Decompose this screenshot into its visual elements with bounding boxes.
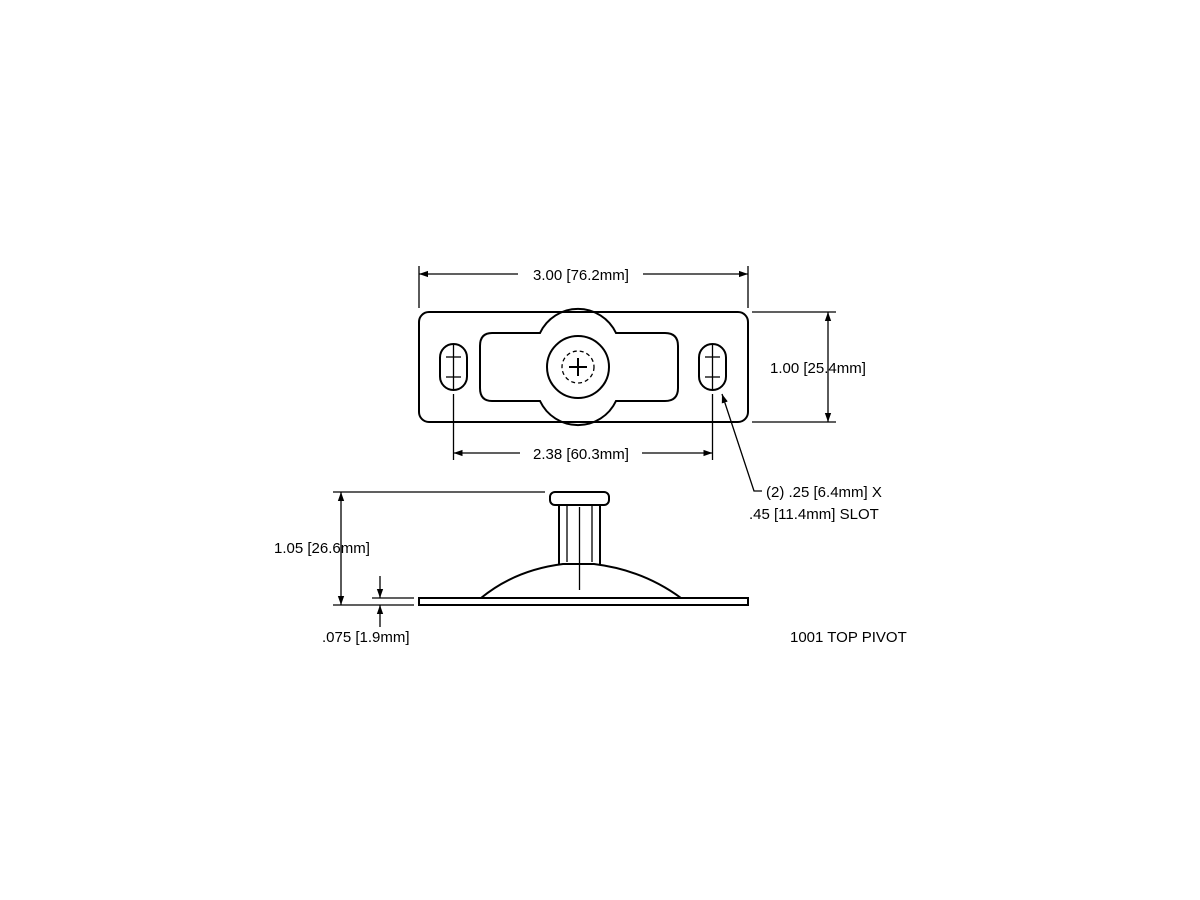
- inner-recess-outline: [479, 307, 679, 427]
- plate-thickness-dimension: .075 [1.9mm]: [322, 576, 414, 646]
- slot-callout-line1: (2) .25 [6.4mm] X: [766, 484, 882, 501]
- overall-width-label: 3.00 [76.2mm]: [533, 267, 629, 284]
- slot-spacing-label: 2.38 [60.3mm]: [533, 446, 629, 463]
- slot-spacing-dimension: 2.38 [60.3mm]: [452, 394, 714, 463]
- slot-callout-line2: .45 [11.4mm] SLOT: [749, 506, 879, 523]
- overall-height-dimension: 1.00 [25.4mm]: [752, 311, 866, 423]
- top-view: 3.00 [76.2mm] 1.00 [25.4mm] 2.38 [60.3mm…: [418, 266, 882, 523]
- overall-height-label: 1.00 [25.4mm]: [770, 360, 866, 377]
- pivot-boss-outer: [546, 335, 610, 399]
- pivot-height-dimension: 1.05 [26.6mm]: [274, 491, 545, 606]
- side-base-plate: [418, 597, 749, 606]
- pivot-height-label: 1.05 [26.6mm]: [274, 540, 370, 557]
- side-dome: [480, 563, 682, 599]
- side-pivot-head: [549, 491, 610, 506]
- left-slot: [439, 343, 468, 391]
- plate-outline: [418, 311, 749, 423]
- right-slot: [698, 343, 727, 391]
- pivot-boss-hidden: [561, 350, 595, 384]
- overall-width-dimension: 3.00 [76.2mm]: [418, 266, 749, 308]
- slot-callout: (2) .25 [6.4mm] X .45 [11.4mm] SLOT: [721, 393, 882, 523]
- side-view: 1.05 [26.6mm] .075 [1.9mm]: [274, 491, 749, 646]
- drawing-title: 1001 TOP PIVOT: [790, 629, 907, 646]
- plate-thickness-label: .075 [1.9mm]: [322, 629, 410, 646]
